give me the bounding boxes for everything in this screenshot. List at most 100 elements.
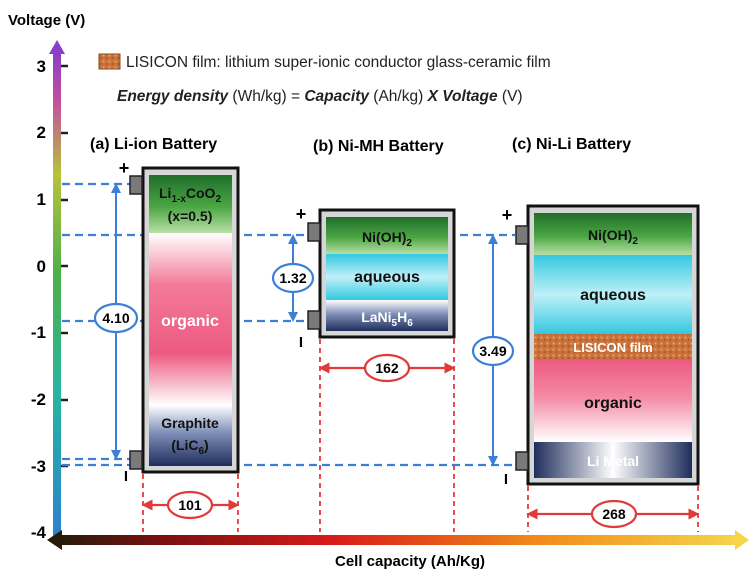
battery-b-negative-terminal — [307, 310, 321, 330]
battery-a-anode-label-1: Graphite — [161, 415, 219, 431]
battery-b-anode-label: LaNi5H6 — [361, 309, 413, 329]
battery-b-minus-sign: I — [299, 334, 303, 351]
battery-b-anode-sub1: 5 — [392, 318, 398, 329]
x-axis-bar — [62, 535, 737, 545]
battery-c-anode — [534, 442, 692, 478]
battery-b-plus-sign: + — [296, 204, 307, 224]
battery-a-title: (a) Li-ion Battery — [90, 136, 217, 153]
equation-energy-density: Energy density — [117, 88, 229, 105]
battery-c-positive-terminal — [515, 225, 529, 245]
battery-c-organic-label: organic — [584, 395, 642, 412]
battery-c-cathode-label: Ni(OH)2 — [588, 227, 638, 247]
equation-capacity: Capacity — [304, 88, 370, 105]
battery-b-cathode-main: Ni(OH) — [362, 229, 406, 245]
x-axis-right-arrowhead — [735, 530, 749, 550]
battery-a-li-ion: (a) Li-ion Battery Li1-xCoO2 (x=0.5) org… — [90, 136, 240, 532]
battery-a-anode-close: ) — [204, 437, 209, 453]
battery-c-title: (c) Ni-Li Battery — [512, 136, 631, 153]
energy-equation: Energy density (Wh/kg) = Capacity (Ah/kg… — [117, 88, 523, 105]
battery-a-voltage-badge — [93, 302, 139, 334]
battery-a-positive-terminal — [129, 175, 143, 195]
battery-a-minus-sign: I — [124, 468, 128, 485]
battery-b-voltage-value: 1.32 — [279, 270, 306, 286]
battery-c-ni-li: (c) Ni-Li Battery Ni(OH)2 aqueous LISICO… — [471, 136, 700, 532]
battery-b-cathode-label: Ni(OH)2 — [362, 229, 412, 249]
battery-b-capacity-value: 162 — [375, 360, 399, 376]
y-axis-bar — [53, 52, 61, 542]
battery-c-minus-sign: I — [504, 471, 508, 488]
battery-b-anode-h: H — [397, 309, 407, 325]
battery-c-voltage-badge — [471, 335, 515, 367]
battery-a-electrolyte-label: organic — [161, 313, 219, 330]
battery-c-lisicon-film — [534, 334, 692, 360]
battery-a-capacity-value: 101 — [178, 497, 202, 513]
battery-c-anode-label: Li Metal — [587, 453, 639, 469]
battery-b-anode — [326, 300, 448, 331]
battery-c-negative-terminal — [515, 451, 529, 471]
battery-c-plus-sign: + — [502, 205, 513, 225]
battery-a-voltage-value: 4.10 — [102, 310, 129, 326]
battery-b-capacity-badge — [363, 353, 411, 383]
battery-b-cathode-sub: 2 — [406, 238, 412, 249]
battery-c-cathode-sub: 2 — [632, 236, 638, 247]
legend: LISICON film: lithium super-ionic conduc… — [98, 53, 551, 71]
y-tick-label: -3 — [31, 457, 46, 476]
battery-b-ni-mh: (b) Ni-MH Battery Ni(OH)2 aqueous LaNi5H… — [271, 138, 456, 532]
y-axis-label: Voltage (V) — [8, 12, 85, 29]
battery-a-cathode-sub2: 2 — [215, 194, 221, 205]
battery-a-electrolyte — [149, 233, 232, 405]
y-tick-label: 2 — [37, 123, 46, 142]
battery-a-plus-sign: + — [119, 158, 130, 178]
battery-b-electrolyte-label: aqueous — [354, 269, 420, 286]
equation-units-1: (Wh/kg) = — [228, 88, 304, 105]
battery-a-cathode-coo: CoO — [186, 185, 216, 201]
battery-b-electrolyte — [326, 254, 448, 300]
battery-a-anode-sub: 6 — [198, 446, 204, 457]
battery-a-anode-lic: (LiC — [171, 437, 198, 453]
equation-voltage: Voltage — [438, 88, 498, 105]
battery-b-title: (b) Ni-MH Battery — [313, 138, 444, 155]
battery-c-lisicon-label: LISICON film — [573, 340, 652, 355]
battery-c-organic — [534, 360, 692, 442]
battery-a-anode — [149, 405, 232, 466]
battery-b-anode-sub2: 6 — [407, 318, 413, 329]
battery-a-cathode-li: Li — [159, 185, 171, 201]
battery-b-voltage-badge — [271, 262, 315, 294]
x-axis: Cell capacity (Ah/Kg) — [47, 530, 749, 570]
y-tick-label: -1 — [31, 323, 46, 342]
battery-a-capacity-badge — [166, 490, 214, 520]
y-tick-label: 3 — [37, 57, 46, 76]
battery-b-anode-lani: LaNi — [361, 309, 391, 325]
battery-b-cathode — [326, 217, 448, 254]
y-axis-arrowhead — [49, 40, 65, 54]
battery-a-cathode-label: Li1-xCoO2 — [159, 185, 221, 205]
y-tick-label: -2 — [31, 390, 46, 409]
equation-times: X — [427, 88, 440, 105]
battery-c-cathode-main: Ni(OH) — [588, 227, 632, 243]
battery-a-cathode-sub: 1-x — [171, 194, 186, 205]
y-tick-label: 0 — [37, 257, 46, 276]
x-axis-left-arrowhead — [47, 530, 62, 550]
battery-b-positive-terminal — [307, 222, 321, 242]
battery-c-capacity-badge — [590, 499, 638, 529]
y-axis-ticks: 3 2 1 0 -1 -2 -3 -4 — [31, 57, 47, 542]
equation-units-2: (Ah/kg) — [369, 88, 428, 105]
battery-c-cathode — [534, 213, 692, 255]
battery-a-anode-label-2: (LiC6) — [171, 437, 208, 457]
lisicon-swatch — [98, 53, 121, 70]
battery-a-cathode-note: (x=0.5) — [168, 208, 213, 224]
battery-c-capacity-value: 268 — [602, 506, 626, 522]
y-tick-label: -4 — [31, 523, 47, 542]
y-tick-label: 1 — [37, 190, 46, 209]
y-tick-marks — [61, 64, 68, 468]
battery-c-aqueous-label: aqueous — [580, 287, 646, 304]
battery-a-cathode — [149, 175, 232, 233]
battery-c-aqueous — [534, 255, 692, 334]
battery-a-negative-terminal — [129, 450, 143, 470]
battery-c-voltage-value: 3.49 — [479, 343, 506, 359]
equation-units-3: (V) — [498, 88, 523, 105]
x-axis-label: Cell capacity (Ah/Kg) — [335, 553, 485, 570]
legend-text: LISICON film: lithium super-ionic conduc… — [126, 54, 551, 71]
y-axis: Voltage (V) 3 2 1 0 -1 -2 -3 -4 — [8, 12, 85, 542]
